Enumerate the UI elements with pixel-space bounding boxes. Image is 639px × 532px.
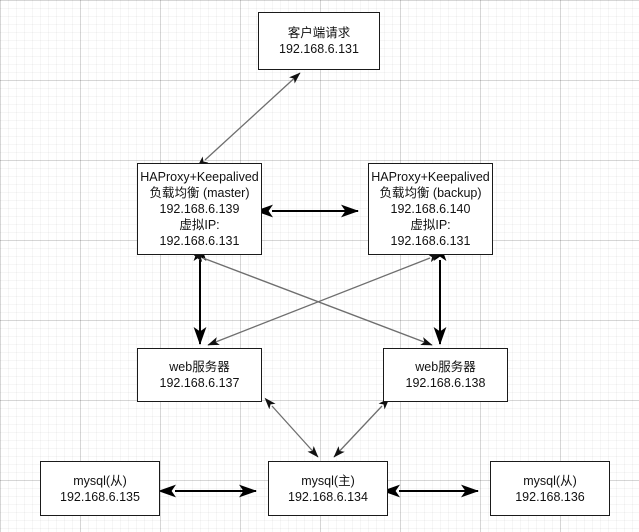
edge-haproxy-backup-to-web1 [207, 253, 441, 346]
haproxy-keepalived-master[interactable]: HAProxy+Keepalived 负载均衡 (master) 192.168.6… [137, 163, 262, 255]
web-server-137-line: web服务器 [169, 360, 230, 374]
haproxy-keepalived-backup-line: 负载均衡 (backup) [379, 186, 482, 200]
mysql-slave-136[interactable]: mysql(从)192.168.136 [490, 461, 610, 516]
haproxy-keepalived-master-line: 负载均衡 (master) [149, 186, 250, 200]
client-request-line: 192.168.6.131 [279, 42, 359, 56]
mysql-master-134-line: 192.168.6.134 [288, 489, 368, 504]
web-server-138-line: 192.168.6.138 [405, 376, 486, 390]
mysql-slave-135-line: 192.168.6.135 [60, 489, 140, 504]
haproxy-keepalived-backup-line: 虚拟IP: [410, 218, 451, 232]
mysql-slave-135-line: mysql(从) [73, 473, 127, 488]
web-server-137[interactable]: web服务器 192.168.6.137 [137, 348, 262, 402]
haproxy-keepalived-master-line: 192.168.6.131 [159, 234, 240, 248]
edge-haproxy-master-to-web2 [192, 254, 433, 346]
mysql-master-134[interactable]: mysql(主)192.168.6.134 [268, 461, 388, 516]
web-server-138[interactable]: web服务器 192.168.6.138 [383, 348, 508, 402]
mysql-slave-136-line: 192.168.136 [515, 489, 585, 504]
haproxy-keepalived-master-line: 192.168.6.139 [159, 202, 240, 216]
haproxy-keepalived-backup-line: HAProxy+Keepalived [371, 170, 490, 184]
haproxy-keepalived-backup-line: 192.168.6.131 [390, 234, 471, 248]
web-server-137-line: 192.168.6.137 [159, 376, 240, 390]
edge-haproxy-master-to-client [196, 72, 301, 168]
edge-web1-to-mysql-master [264, 397, 319, 458]
client-request[interactable]: 客户端请求 192.168.6.131 [258, 12, 380, 70]
mysql-slave-135[interactable]: mysql(从)192.168.6.135 [40, 461, 160, 516]
client-request-line: 客户端请求 [287, 26, 351, 40]
haproxy-keepalived-backup[interactable]: HAProxy+Keepalived 负载均衡 (backup) 192.168.6… [368, 163, 493, 255]
edge-web2-to-mysql-master [333, 397, 390, 458]
haproxy-keepalived-backup-line: 192.168.6.140 [390, 202, 471, 216]
web-server-138-line: web服务器 [415, 360, 476, 374]
mysql-slave-136-line: mysql(从) [523, 473, 577, 488]
haproxy-keepalived-master-line: HAProxy+Keepalived [140, 170, 259, 184]
mysql-master-134-line: mysql(主) [301, 473, 355, 488]
haproxy-keepalived-master-line: 虚拟IP: [179, 218, 220, 232]
